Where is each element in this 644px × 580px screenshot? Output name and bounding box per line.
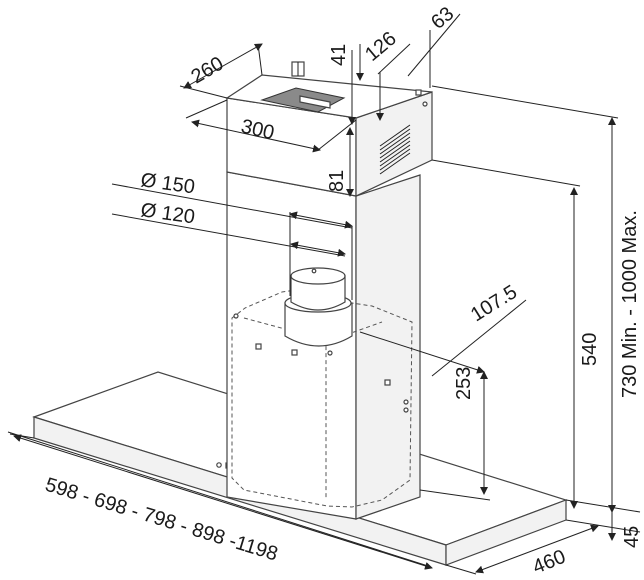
vent-slot [379, 132, 411, 155]
dim-line-d120 [290, 241, 346, 257]
dim-line-300 [191, 119, 321, 153]
duct-collar-upper [290, 275, 346, 311]
vent-slot [379, 148, 411, 171]
screw-icon [403, 399, 409, 405]
ext-line-107 [431, 299, 527, 377]
label-126: 126 [361, 28, 401, 66]
label-d120: Ø 120 [139, 199, 196, 228]
lower-chimney [226, 171, 421, 520]
lower-chimney-front [226, 171, 357, 520]
motor-fixing-icon [291, 349, 298, 356]
dimension-lines [7, 13, 641, 575]
chimney-screw-icon [422, 101, 428, 107]
label-d150: Ø 150 [139, 169, 196, 198]
label-107: 107.5 [467, 281, 521, 326]
motor-fixing-icon [384, 379, 391, 386]
dim-line-598 [13, 434, 433, 570]
ext-line-540 [431, 159, 581, 187]
dim-line-d150 [289, 211, 353, 229]
dim-line-107 [359, 331, 485, 374]
dim-line-126 [377, 43, 411, 75]
collar-pin-icon [311, 268, 317, 274]
ext-line-598a [9, 433, 35, 439]
ext-line-300a [185, 99, 228, 119]
ext-line-260a [179, 85, 228, 99]
dim-line-460 [475, 524, 599, 574]
screw-icon [327, 350, 333, 356]
vent-grille [379, 124, 411, 175]
duct-collar-top [290, 267, 346, 285]
dim-line-63 [407, 13, 461, 77]
screw-icon [233, 313, 239, 319]
ext-line-730b [565, 499, 641, 513]
label-540: 540 [579, 333, 601, 366]
dim-line-260 [183, 43, 263, 89]
motor-fixing-icon [255, 343, 262, 350]
ext-line-260b [257, 43, 263, 76]
vent-slot [379, 124, 411, 147]
label-730: 730 Min. - 1000 Max. [619, 210, 641, 398]
duct-collar [284, 267, 353, 347]
duct-collar-lower [284, 302, 353, 347]
label-63: 63 [427, 3, 458, 34]
screw-icon [403, 407, 409, 413]
label-45: 45 [621, 526, 643, 548]
ext-line-45 [565, 519, 641, 533]
chimney-screw-icon [415, 89, 422, 96]
vent-slot [379, 140, 411, 163]
label-460: 460 [530, 546, 569, 579]
vent-slot [379, 144, 411, 167]
ext-line-460a [445, 564, 477, 575]
vent-slot [379, 152, 411, 175]
vent-slot [379, 128, 411, 151]
indicator-light-icon [216, 462, 222, 468]
label-81: 81 [326, 170, 348, 192]
bracket-tab [299, 95, 331, 109]
vent-slot [379, 136, 411, 159]
motor-outline-dashed [231, 289, 413, 508]
ext-line-730 [431, 85, 619, 119]
ext-line-300b [317, 119, 357, 151]
label-41: 41 [328, 44, 350, 66]
label-253: 253 [453, 367, 475, 400]
